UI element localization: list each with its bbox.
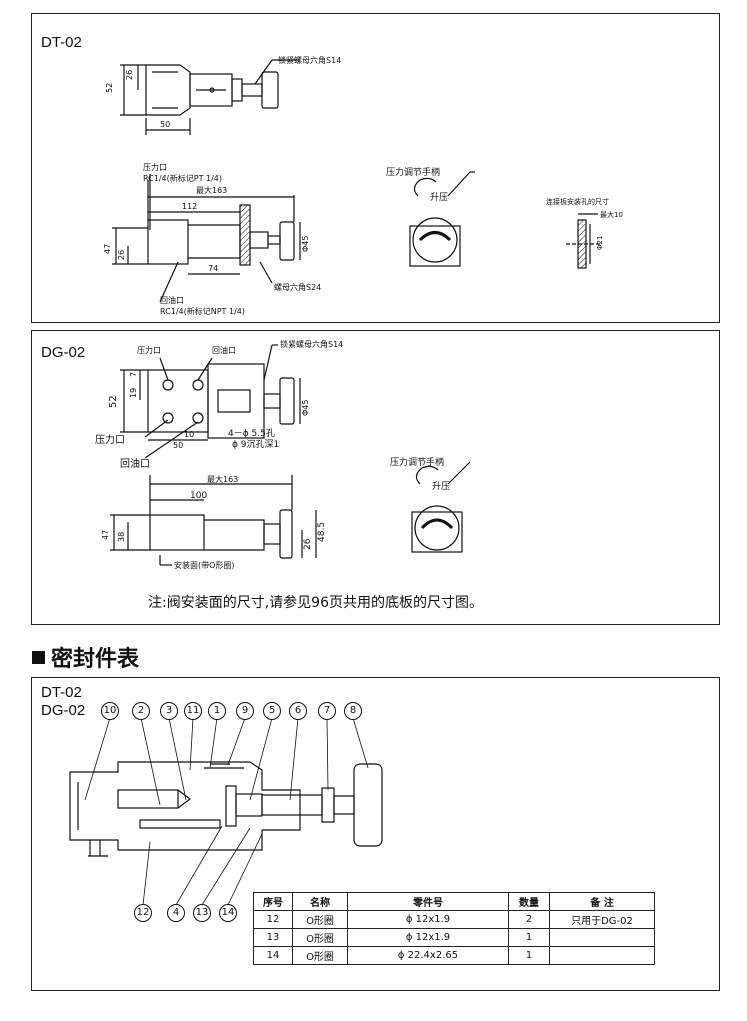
callout-number: 13 bbox=[193, 904, 211, 922]
dt02-max-10: 最大10 bbox=[600, 210, 623, 219]
callout-number: 4 bbox=[167, 904, 185, 922]
dt02-raise-label: 升压 bbox=[430, 192, 448, 203]
dg02-dim-50: 50 bbox=[173, 441, 183, 450]
table-cell: 13 bbox=[253, 928, 293, 947]
callout-number: 7 bbox=[318, 702, 336, 720]
callout-number: 11 bbox=[184, 702, 202, 720]
col-header-no: 序号 bbox=[253, 892, 293, 911]
seal-assembly-drawing bbox=[69, 717, 383, 906]
callout-number: 1 bbox=[208, 702, 226, 720]
table-row: 14 O形圈 ϕ 22.4x2.65 1 bbox=[253, 946, 655, 965]
dg02-dim-38: 38 bbox=[117, 532, 126, 542]
col-header-part: 零件号 bbox=[347, 892, 509, 911]
table-cell: 只用于DG-02 bbox=[549, 910, 655, 929]
dg02-max-163: 最大163 bbox=[207, 474, 238, 484]
table-cell: 1 bbox=[508, 946, 550, 965]
table-cell bbox=[549, 946, 655, 965]
col-header-name: 名称 bbox=[292, 892, 348, 911]
dg02-mount-face: 安装面(带O形圈) bbox=[174, 560, 235, 570]
dt02-drawing: 锁紧螺母六角S14 52 26 50 压力口 RC1/4(新标记PT 1/4) … bbox=[103, 55, 623, 316]
dg02-dim-10: 10 bbox=[184, 430, 194, 439]
callout-number: 5 bbox=[263, 702, 281, 720]
table-cell: ϕ 12x1.9 bbox=[347, 910, 509, 929]
callout-number: 6 bbox=[289, 702, 307, 720]
dg02-dim-26: 26 bbox=[303, 538, 313, 550]
table-cell: 12 bbox=[253, 910, 293, 929]
table-cell: ϕ 22.4x2.65 bbox=[347, 946, 509, 965]
table-header-row: 序号 名称 零件号 数量 备 注 bbox=[253, 892, 655, 911]
callout-number: 10 bbox=[101, 702, 119, 720]
table-row: 13 O形圈 ϕ 12x1.9 1 bbox=[253, 928, 655, 947]
table-cell: O形圈 bbox=[292, 946, 348, 965]
dt02-hex-nut: 螺母六角S24 bbox=[274, 282, 321, 292]
dg02-dim-47: 47 bbox=[101, 530, 110, 540]
dt02-panel-hole-label: 连接板安装孔的尺寸 bbox=[546, 197, 609, 206]
dg02-return-port: 回油口 bbox=[120, 457, 150, 470]
dg02-dim-19: 19 bbox=[129, 388, 138, 398]
dg02-panel: DG-02 bbox=[31, 330, 720, 625]
seal-parts-table: 序号 名称 零件号 数量 备 注 12 O形圈 ϕ 12x1.9 2 只用于DG… bbox=[253, 892, 655, 965]
dt02-return-port: 回油口 bbox=[160, 295, 184, 305]
square-bullet-icon bbox=[32, 651, 45, 664]
dg02-note: 注:阀安装面的尺寸,请参见96页共用的底板的尺寸图。 bbox=[148, 595, 483, 611]
dt02-dim-50: 50 bbox=[160, 120, 170, 129]
table-row: 12 O形圈 ϕ 12x1.9 2 只用于DG-02 bbox=[253, 910, 655, 929]
dg02-dim-52: 52 bbox=[108, 395, 119, 408]
dt02-dim-26: 26 bbox=[125, 70, 134, 80]
table-cell: ϕ 12x1.9 bbox=[347, 928, 509, 947]
callout-number: 9 bbox=[236, 702, 254, 720]
dt02-handle-label: 压力调节手柄 bbox=[386, 166, 440, 178]
dt02-lock-nut-label: 锁紧螺母六角S14 bbox=[278, 55, 341, 65]
table-cell: O形圈 bbox=[292, 928, 348, 947]
seal-panel: DT-02 DG-02 bbox=[31, 677, 720, 991]
dg02-dim-phi45: Φ45 bbox=[301, 400, 310, 416]
callout-number: 3 bbox=[160, 702, 178, 720]
dt02-max-163: 最大163 bbox=[196, 185, 227, 195]
callout-number: 2 bbox=[132, 702, 150, 720]
dg02-dim-48-5: 48.5 bbox=[317, 522, 327, 542]
callout-number: 8 bbox=[344, 702, 362, 720]
seal-panel-title-2: DG-02 bbox=[41, 702, 86, 719]
seal-section-title-text: 密封件表 bbox=[51, 647, 140, 672]
dt02-panel: DT-02 bbox=[31, 13, 720, 323]
dg02-return-port-top: 回油口 bbox=[212, 345, 236, 355]
dg02-lock-nut: 锁紧螺母六角S14 bbox=[280, 339, 343, 349]
dt02-return-port-thread: RC1/4(新标记NPT 1/4) bbox=[160, 306, 245, 316]
table-cell: O形圈 bbox=[292, 910, 348, 929]
dg02-pressure-port: 压力口 bbox=[95, 433, 125, 446]
callout-number: 14 bbox=[219, 904, 237, 922]
dt02-pressure-port-thread: RC1/4(新标记PT 1/4) bbox=[143, 173, 222, 183]
dt02-dim-47: 47 bbox=[103, 244, 112, 254]
dg02-pressure-port-top: 压力口 bbox=[137, 345, 161, 355]
dt02-phi21: Φ21 bbox=[596, 236, 604, 250]
dg02-title: DG-02 bbox=[41, 344, 86, 361]
table-cell: 1 bbox=[508, 928, 550, 947]
dg02-counterbore: ϕ 9沉孔深1 bbox=[232, 439, 279, 450]
dt02-dim-74: 74 bbox=[208, 264, 218, 273]
seal-section-title: 密封件表 bbox=[32, 641, 139, 673]
dt02-dim-112: 112 bbox=[182, 202, 197, 211]
seal-panel-title-1: DT-02 bbox=[41, 684, 82, 701]
table-cell: 14 bbox=[253, 946, 293, 965]
dg02-dim-7: 7 bbox=[129, 372, 138, 377]
col-header-qty: 数量 bbox=[508, 892, 550, 911]
dg02-raise: 升压 bbox=[432, 481, 450, 492]
table-cell bbox=[549, 928, 655, 947]
dg02-dim-100: 100 bbox=[190, 491, 207, 501]
callout-number: 12 bbox=[134, 904, 152, 922]
dg02-holes: 4－ϕ 5.5孔 bbox=[228, 428, 275, 439]
dt02-pressure-port: 压力口 bbox=[143, 162, 167, 172]
dt02-dim-26b: 26 bbox=[117, 250, 126, 260]
table-cell: 2 bbox=[508, 910, 550, 929]
dg02-drawing: 压力口 回油口 锁紧螺母六角S14 7 19 52 10 50 4－ϕ 5.5孔… bbox=[95, 339, 471, 570]
dt02-title: DT-02 bbox=[41, 34, 82, 51]
dt02-dim-phi45: Φ45 bbox=[301, 236, 310, 252]
dg02-handle: 压力调节手柄 bbox=[390, 456, 444, 468]
col-header-remark: 备 注 bbox=[549, 892, 655, 911]
dt02-dim-52: 52 bbox=[105, 83, 114, 93]
